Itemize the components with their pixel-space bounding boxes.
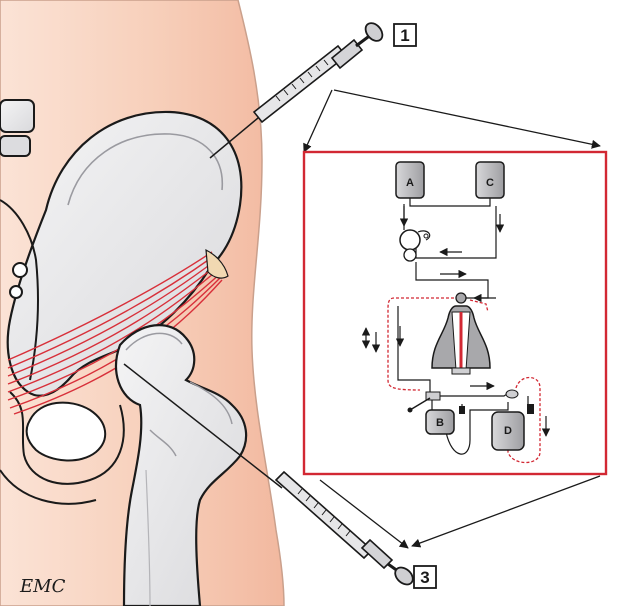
bag-a: A: [396, 162, 424, 198]
svg-text:A: A: [406, 177, 414, 189]
svg-text:D: D: [504, 425, 512, 437]
svg-text:1: 1: [400, 26, 409, 45]
emc-signature: EMC: [19, 576, 66, 597]
bag-c: C: [476, 162, 504, 198]
svg-text:C: C: [486, 177, 494, 189]
bag-d: D: [492, 412, 524, 450]
bag-b: B: [426, 410, 454, 434]
svg-text:3: 3: [420, 568, 429, 587]
vertebra: [0, 100, 34, 156]
svg-text:B: B: [436, 417, 444, 429]
step-label-1: 1: [394, 24, 416, 46]
step-label-3: 3: [414, 566, 436, 588]
